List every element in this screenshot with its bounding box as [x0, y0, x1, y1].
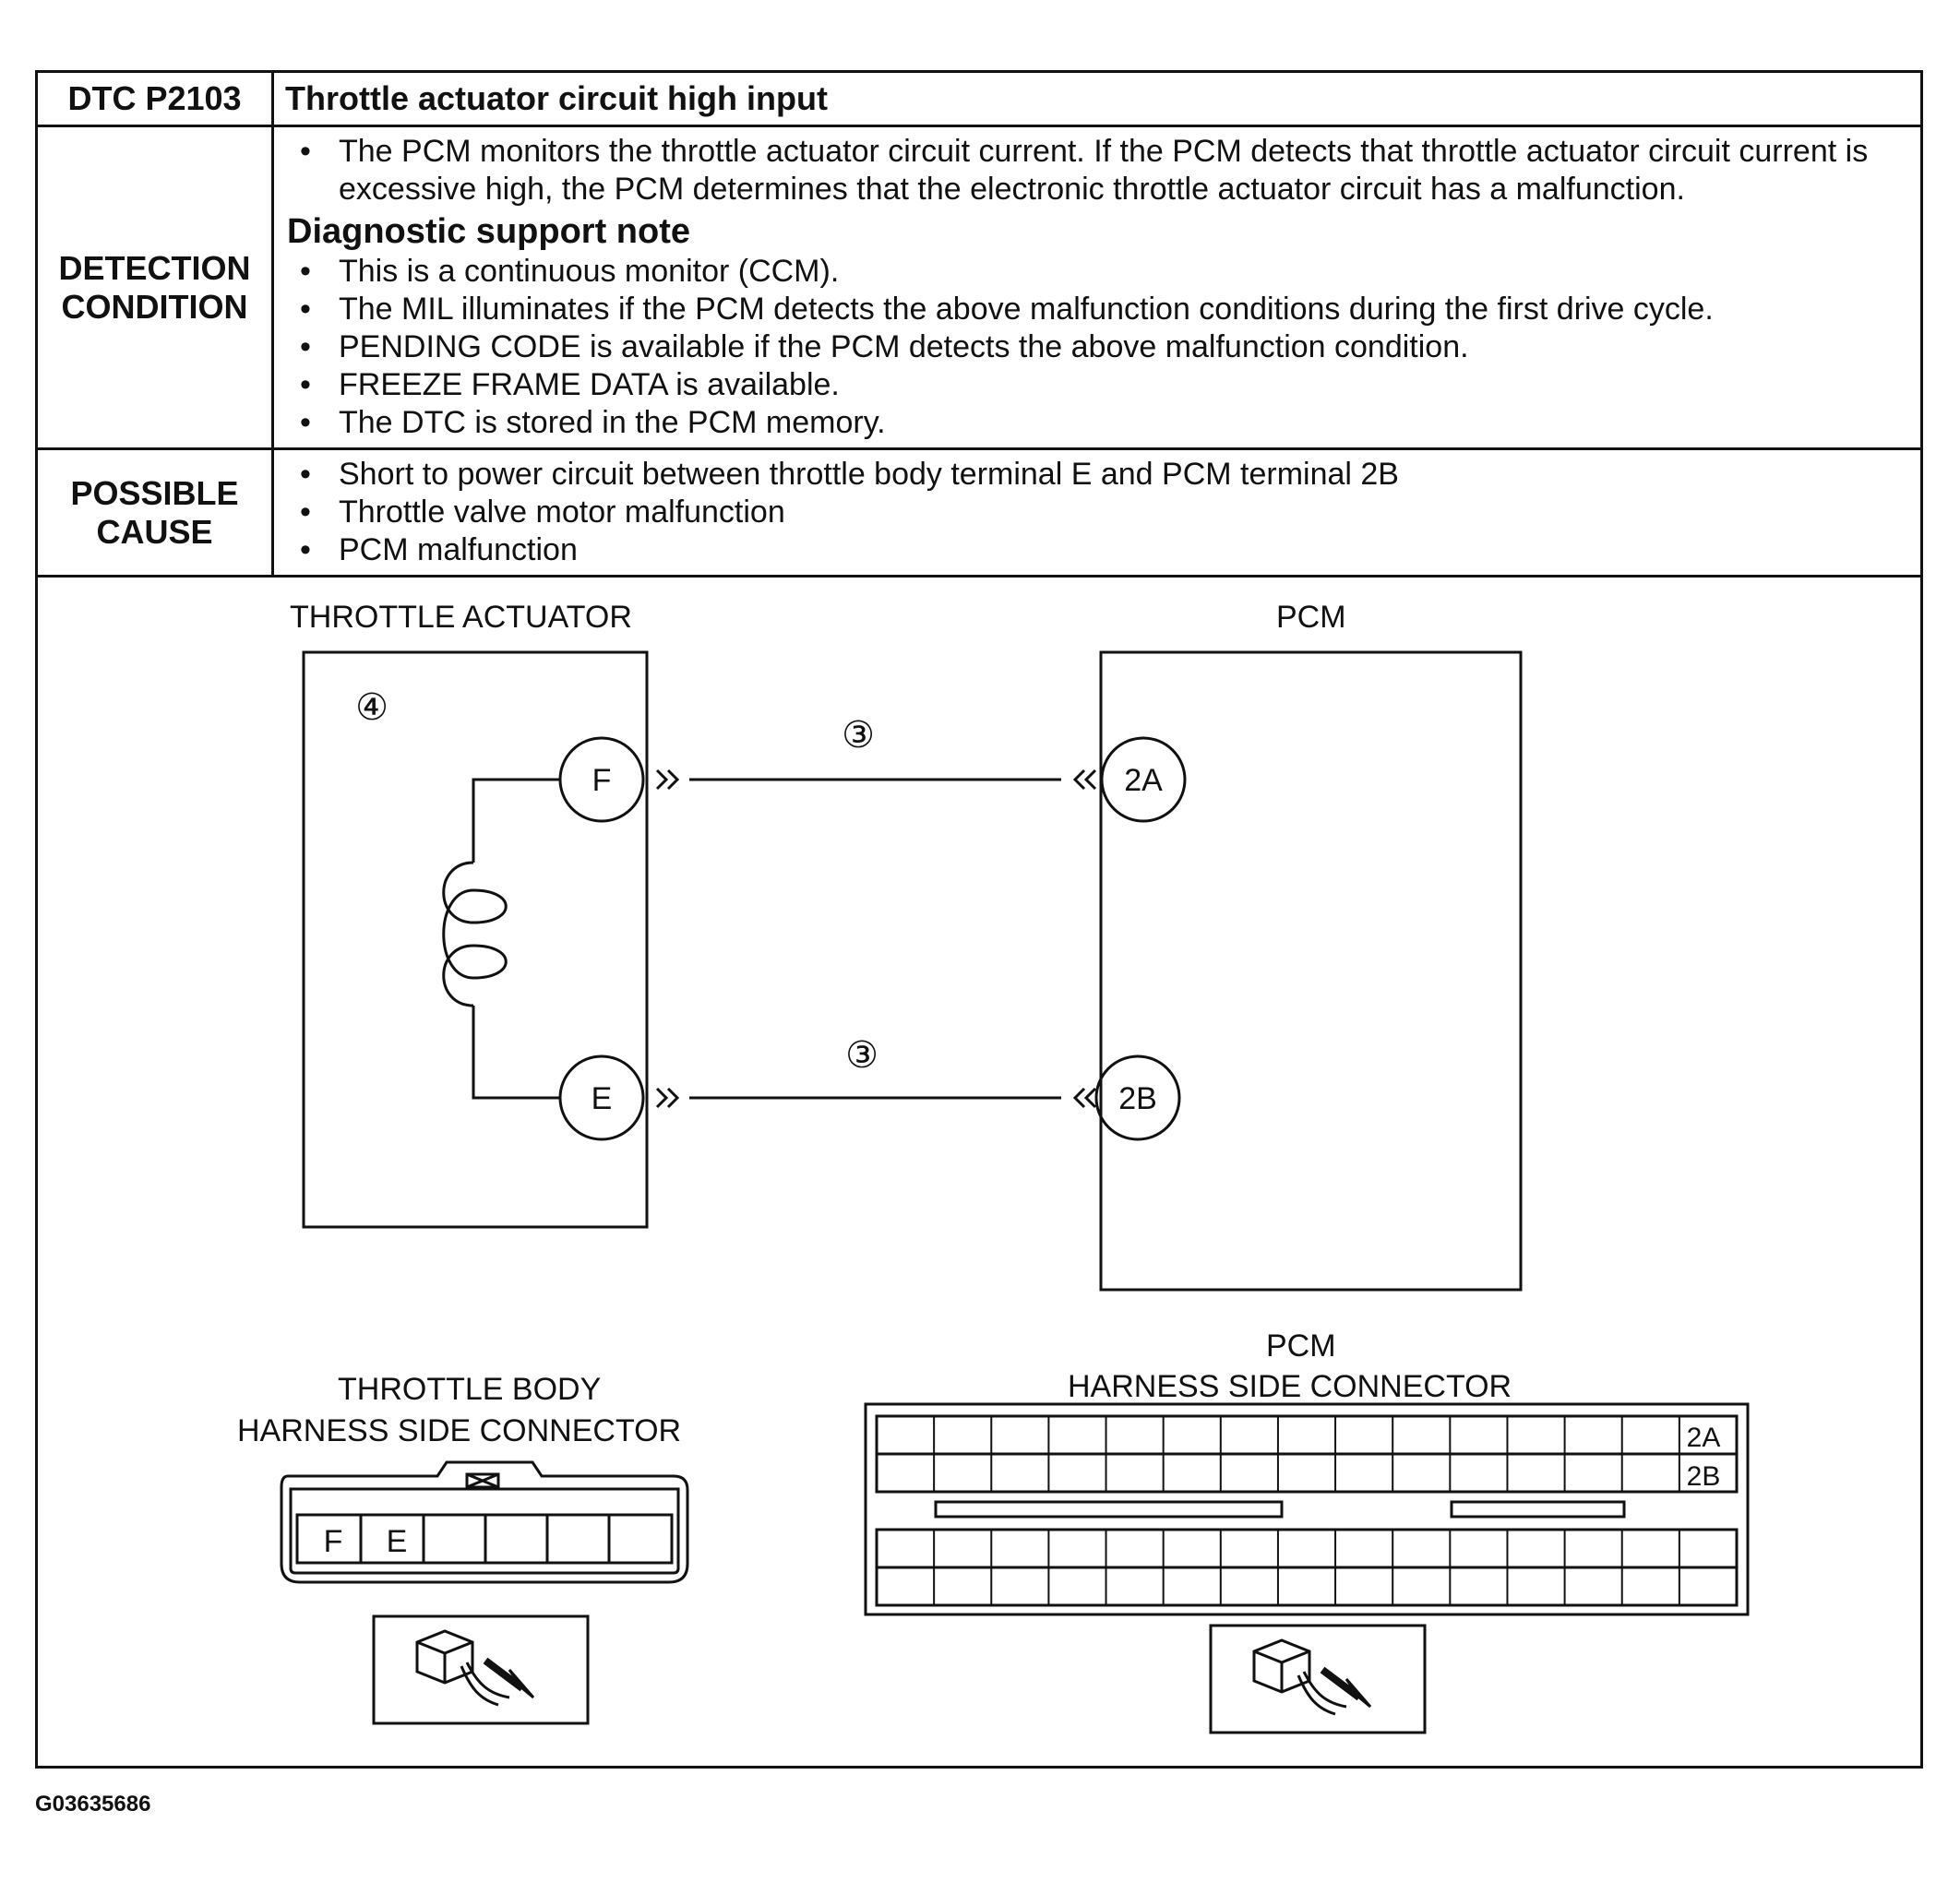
- tb-connector-pin-f: F: [324, 1524, 343, 1559]
- support-bullet: This is a continuous monitor (CCM).: [287, 253, 1909, 291]
- cause-bullet: Short to power circuit between throttle …: [287, 456, 1909, 494]
- pcm-connector-pin-2b: 2B: [1687, 1461, 1721, 1492]
- dtc-title: Throttle actuator circuit high input: [271, 70, 1923, 127]
- terminal-e-label: E: [592, 1081, 613, 1116]
- motor-coil-icon: [442, 861, 508, 1007]
- pcm-connector: [864, 1402, 1750, 1616]
- terminal-f-label: F: [592, 763, 612, 798]
- terminal-f-circle: [558, 736, 645, 823]
- pcm-connector-title-line1: PCM: [1266, 1328, 1336, 1364]
- tb-connector-title-line1: THROTTLE BODY: [338, 1372, 602, 1407]
- possible-cause-label-line2: CAUSE: [96, 512, 213, 551]
- detection-bullets: The PCM monitors the throttle actuator c…: [287, 133, 1909, 208]
- coil-wire: [472, 778, 560, 863]
- coil-wire: [472, 1006, 560, 1100]
- figure-code: G03635686: [35, 1792, 151, 1816]
- actuator-ref-number: ④: [355, 687, 388, 728]
- connector-chevron-icon: [655, 1087, 680, 1109]
- wire-ref-bottom: ③: [845, 1035, 878, 1076]
- dtc-header-row: DTC P2103 Throttle actuator circuit high…: [35, 70, 1923, 127]
- connector-chevron-icon: [1072, 768, 1097, 791]
- connector-view-icon: [415, 1629, 535, 1707]
- support-bullet: FREEZE FRAME DATA is available.: [287, 366, 1909, 404]
- possible-cause-row: POSSIBLE CAUSE Short to power circuit be…: [35, 447, 1923, 578]
- support-note-title: Diagnostic support note: [287, 212, 690, 251]
- connector-view-icon: [1252, 1638, 1372, 1716]
- pcm-connector-pin-2a: 2A: [1687, 1423, 1721, 1453]
- pcm-box: [1099, 650, 1523, 1292]
- detection-bullet: The PCM monitors the throttle actuator c…: [287, 133, 1909, 208]
- connector-chevron-icon: [655, 768, 680, 791]
- connector-chevron-icon: [1072, 1087, 1097, 1109]
- detection-label: DETECTION CONDITION: [35, 125, 274, 450]
- view-indicator-box: [1209, 1624, 1427, 1734]
- dtc-code: DTC P2103: [35, 70, 274, 127]
- tb-connector-pin-e: E: [387, 1524, 408, 1559]
- terminal-2b-circle: [1094, 1054, 1181, 1141]
- detection-label-line1: DETECTION: [58, 248, 251, 287]
- possible-cause-label: POSSIBLE CAUSE: [35, 447, 274, 578]
- support-bullets: This is a continuous monitor (CCM). The …: [287, 253, 1909, 442]
- terminal-e-circle: [558, 1054, 645, 1141]
- terminal-2a-circle: [1100, 736, 1187, 823]
- view-indicator-box: [372, 1614, 590, 1725]
- support-bullet: PENDING CODE is available if the PCM det…: [287, 328, 1909, 366]
- support-bullet: The DTC is stored in the PCM memory.: [287, 404, 1909, 442]
- support-bullet: The MIL illuminates if the PCM detects t…: [287, 291, 1909, 328]
- pcm-title: PCM: [1276, 600, 1346, 635]
- terminal-2b-label: 2B: [1118, 1081, 1157, 1116]
- throttle-actuator-box: [302, 650, 649, 1229]
- detection-row: DETECTION CONDITION The PCM monitors the…: [35, 125, 1923, 450]
- possible-cause-content: Short to power circuit between throttle …: [271, 447, 1923, 578]
- cause-bullet: PCM malfunction: [287, 531, 1909, 569]
- cause-bullet: Throttle valve motor malfunction: [287, 494, 1909, 531]
- throttle-body-connector: [280, 1460, 689, 1584]
- wire-ref-top: ③: [842, 715, 875, 756]
- detection-label-line2: CONDITION: [61, 287, 248, 326]
- possible-cause-label-line1: POSSIBLE: [70, 473, 239, 512]
- detection-content: The PCM monitors the throttle actuator c…: [271, 125, 1923, 450]
- terminal-2a-label: 2A: [1124, 763, 1163, 798]
- tb-connector-title-line2: HARNESS SIDE CONNECTOR: [237, 1413, 682, 1448]
- dtc-table: DTC P2103 Throttle actuator circuit high…: [35, 70, 1923, 578]
- pcm-connector-title-line2: HARNESS SIDE CONNECTOR: [1068, 1369, 1512, 1404]
- possible-cause-bullets: Short to power circuit between throttle …: [287, 456, 1909, 569]
- throttle-actuator-title: THROTTLE ACTUATOR: [290, 600, 632, 635]
